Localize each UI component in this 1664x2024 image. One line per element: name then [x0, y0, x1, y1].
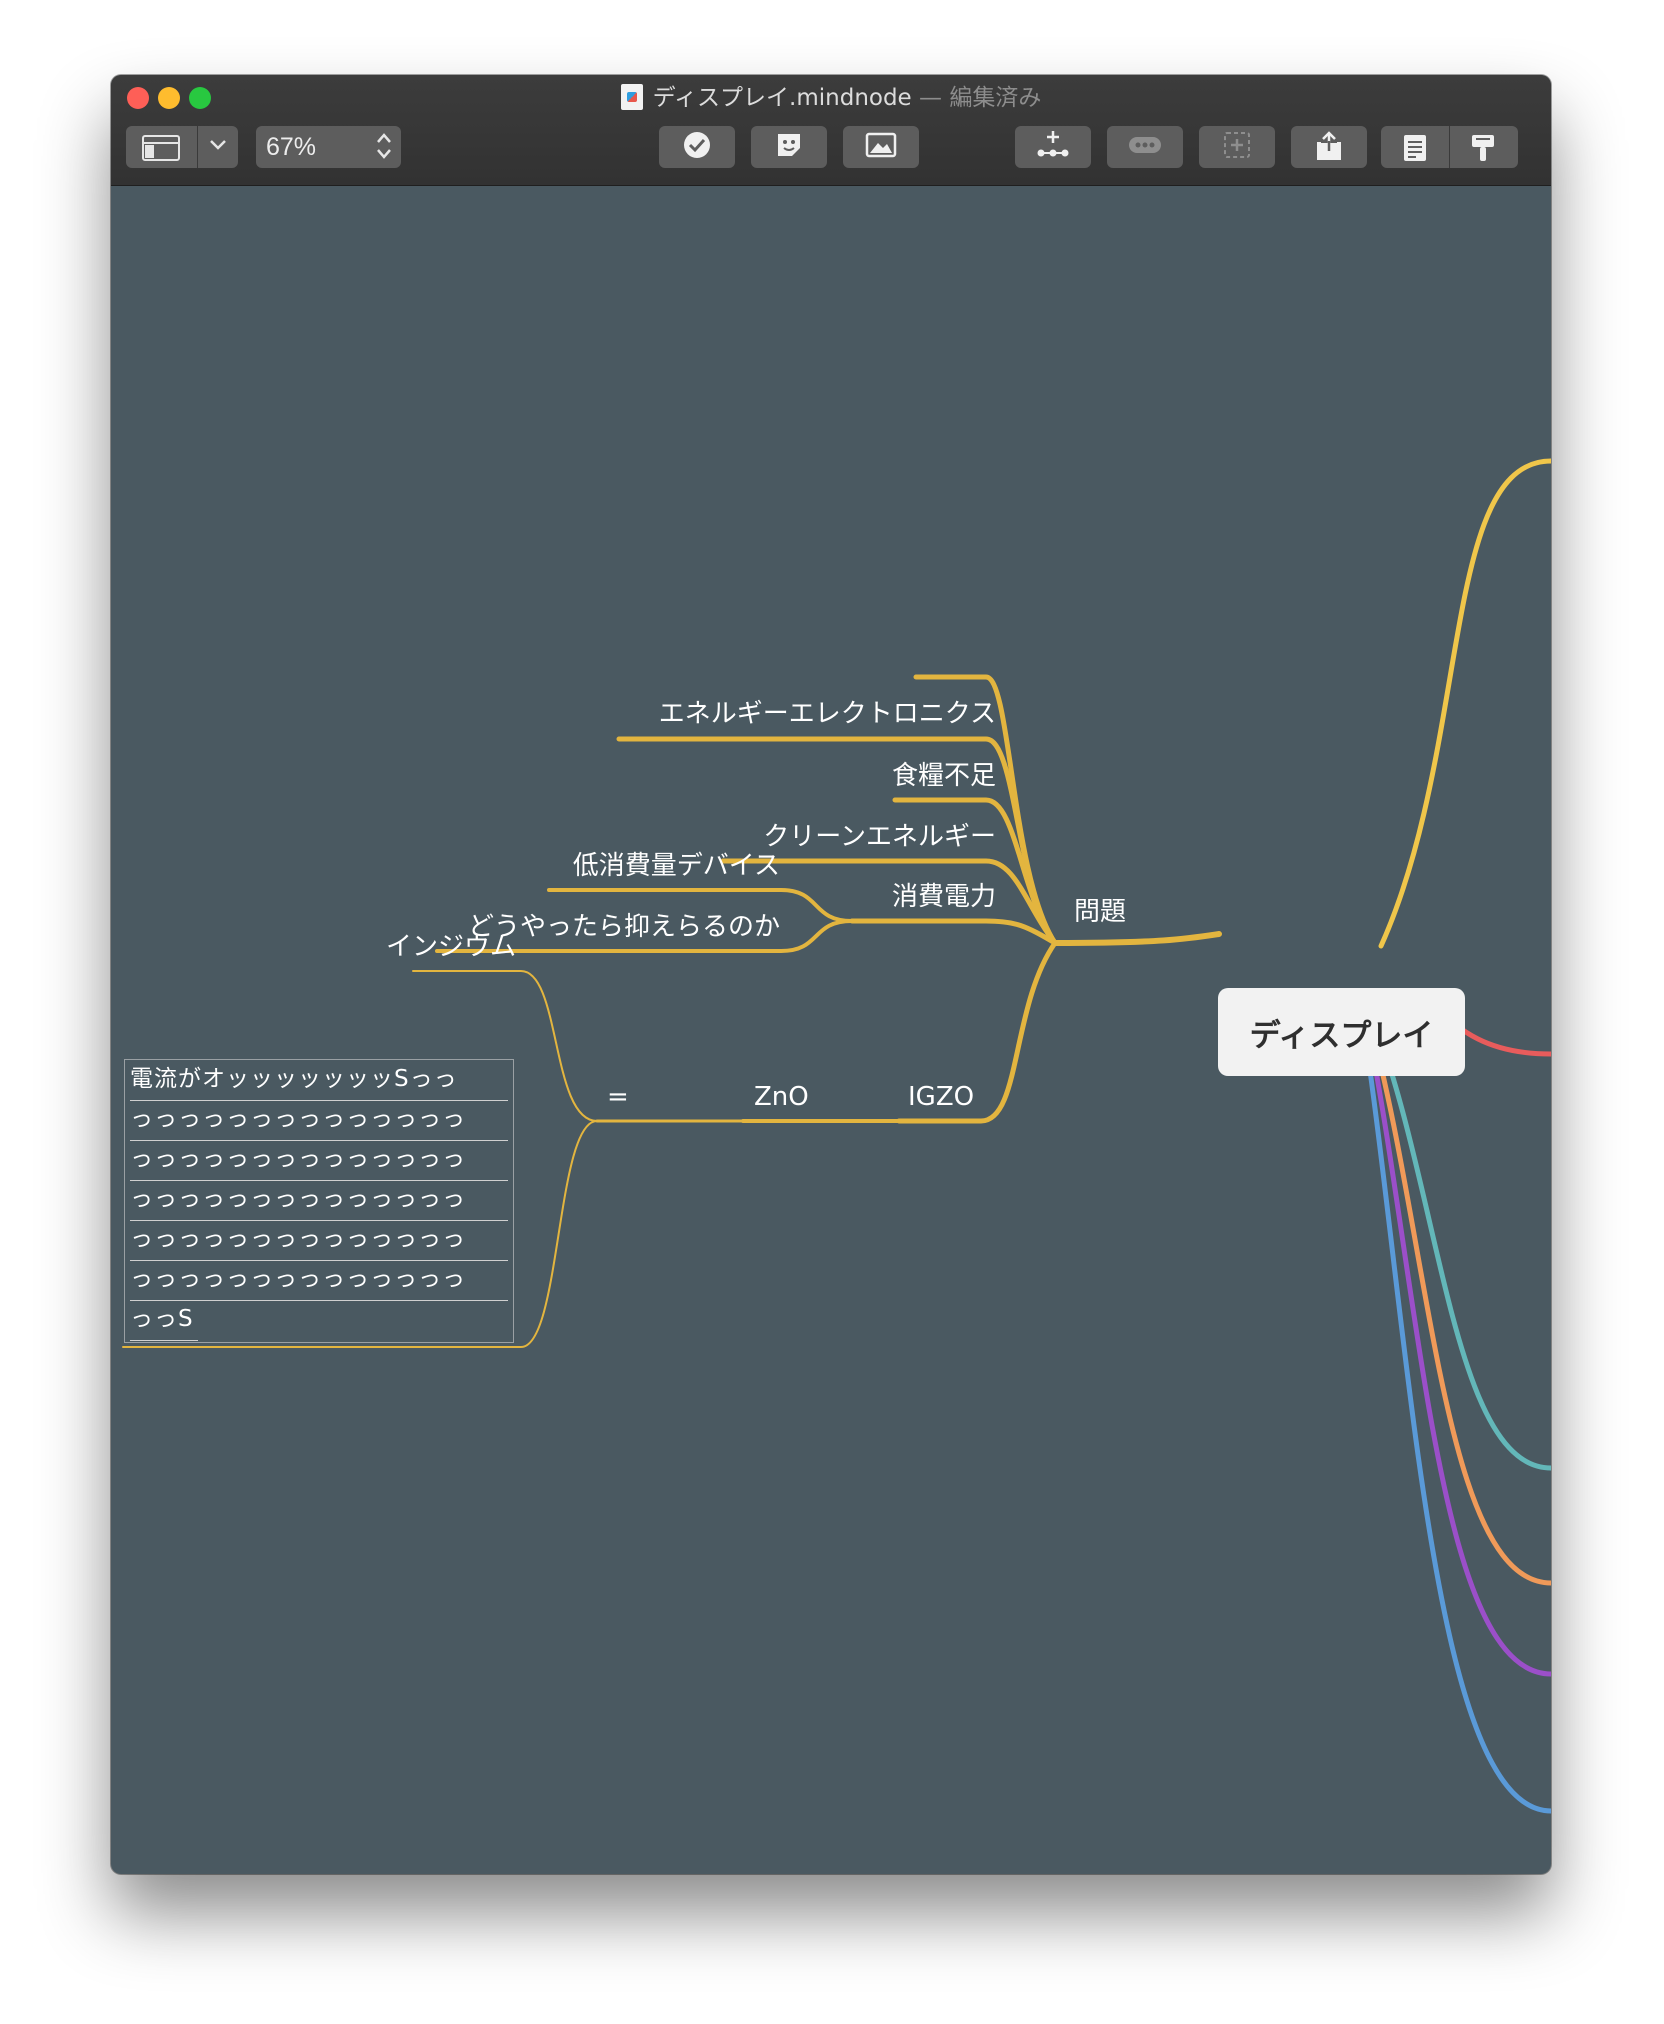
add-sticker-button[interactable] — [751, 126, 827, 168]
node-power-consumption[interactable]: 消費電力 — [891, 882, 996, 912]
note-line: っっS — [130, 1300, 198, 1341]
add-task-button[interactable] — [659, 126, 735, 168]
add-child-node-button[interactable] — [1015, 126, 1091, 168]
toolbar-separator — [1449, 126, 1450, 168]
add-connection-button[interactable] — [1107, 126, 1183, 168]
branch-line-orange — [1363, 1005, 1551, 1586]
node-food-shortage[interactable]: 食糧不足 — [891, 761, 996, 791]
title-separator: — — [911, 85, 950, 111]
branch-line-teal — [1366, 1005, 1551, 1471]
note-node[interactable]: 電流がオッッッッッッッSっっ っっっっっっっっっっっっっっ っっっっっっっっっっ… — [124, 1059, 514, 1343]
connection-icon — [1128, 135, 1162, 159]
branch-line-low-power — [547, 888, 854, 923]
close-window-button[interactable] — [127, 87, 149, 109]
chevron-down-icon[interactable] — [209, 137, 227, 156]
share-button[interactable] — [1291, 126, 1367, 168]
inspector-group — [1381, 126, 1518, 168]
branch-line-igzo — [896, 940, 1058, 1124]
node-clean-energy[interactable]: クリーンエネルギー — [763, 822, 996, 852]
document-icon — [620, 84, 643, 110]
branch-line-note — [122, 1120, 598, 1348]
node-mondai[interactable]: 問題 — [1074, 897, 1127, 927]
document-name: ディスプレイ.mindnode — [652, 85, 912, 111]
sidebar-toggle-button[interactable] — [126, 126, 238, 168]
zoom-window-button[interactable] — [189, 87, 211, 109]
zoom-stepper[interactable] — [375, 130, 393, 166]
note-line: 電流がオッッッッッッッSっっ — [130, 1060, 508, 1101]
branch-line-shohi — [849, 918, 1058, 946]
branch-line-yellow-top — [1378, 458, 1551, 949]
node-zno[interactable]: ZnO — [754, 1082, 809, 1112]
branch-line-blue — [1358, 1005, 1551, 1814]
titlebar: ディスプレイ.mindnode — 編集済み 67% — [111, 75, 1551, 186]
minimize-window-button[interactable] — [158, 87, 180, 109]
branch-line-indium — [412, 970, 598, 1122]
root-node[interactable]: ディスプレイ — [1218, 988, 1465, 1076]
node-igzo[interactable]: IGZO — [908, 1082, 975, 1112]
add-image-button[interactable] — [843, 126, 919, 168]
share-icon — [1315, 129, 1343, 165]
node-low-power-device[interactable]: 低消費量デバイス — [572, 851, 780, 881]
branch-line-mondai — [1052, 931, 1222, 946]
notes-icon[interactable] — [1401, 133, 1429, 167]
sticker-icon — [774, 130, 804, 164]
node-how-to-suppress[interactable]: どうやったら抑えらるのか — [467, 912, 780, 942]
branch-line-purple — [1361, 1005, 1551, 1677]
branch-line-how-suppress — [435, 919, 854, 953]
note-line: っっっっっっっっっっっっっっ — [130, 1180, 508, 1221]
node-indium[interactable]: インジウム — [385, 932, 516, 962]
sidebar-icon — [142, 135, 180, 165]
note-line: っっっっっっっっっっっっっっ — [130, 1260, 508, 1301]
mindmap-canvas[interactable]: ディスプレイ 問題 エネルギーエレクトロニクス 食糧不足 クリーンエネルギー 消… — [111, 186, 1551, 1874]
note-line: っっっっっっっっっっっっっっ — [130, 1100, 508, 1141]
window-title: ディスプレイ.mindnode — 編集済み — [111, 83, 1551, 113]
mindmap-connections — [122, 458, 1551, 1814]
add-node-icon — [1036, 129, 1070, 165]
paintbrush-icon[interactable] — [1469, 133, 1497, 167]
branch-line-clean-energy — [720, 858, 1058, 946]
zoom-level: 67% — [266, 133, 317, 161]
note-line: っっっっっっっっっっっっっっ — [130, 1220, 508, 1261]
node-equals[interactable]: = — [607, 1082, 629, 1112]
note-line: っっっっっっっっっっっっっっ — [130, 1140, 508, 1181]
zoom-control[interactable]: 67% — [256, 126, 401, 168]
focus-button[interactable] — [1199, 126, 1275, 168]
document-status: 編集済み — [949, 85, 1042, 111]
focus-icon — [1222, 130, 1252, 164]
node-energy-electronics[interactable]: エネルギーエレクトロニクス — [658, 699, 996, 729]
app-window: ディスプレイ.mindnode — 編集済み 67% — [111, 75, 1551, 1874]
toolbar-separator — [197, 126, 198, 168]
image-icon — [865, 132, 897, 162]
checkmark-circle-icon — [682, 130, 712, 164]
